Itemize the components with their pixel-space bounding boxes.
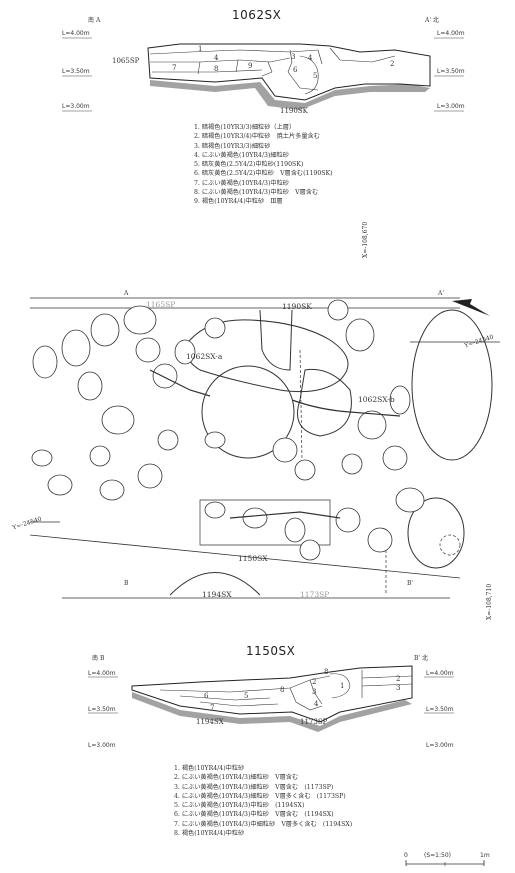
section2-legend-item: 1. 褐色(10YR4/4)中粒砂 [174, 765, 245, 772]
section1-legend-item: 7. にぶい黄褐色(10YR4/3)中粒砂 [194, 179, 289, 187]
svg-text:7: 7 [210, 704, 214, 712]
svg-text:5: 5 [244, 692, 248, 700]
section2-legend-item: 6. にぶい黄褐色(10YR4/3)中粒砂 V層含む (1194SX) [174, 811, 334, 819]
svg-text:8: 8 [324, 668, 328, 676]
svg-text:7: 7 [172, 64, 176, 72]
svg-text:8: 8 [214, 65, 218, 73]
plan-coord-right-bottom: X=-108,710 [486, 583, 493, 620]
svg-text:6: 6 [293, 66, 298, 74]
plan-label-1194sx: 1194SX [202, 590, 232, 599]
plan-label-1173sp: 1173SP [300, 590, 330, 599]
svg-text:6: 6 [204, 692, 209, 700]
svg-text:3: 3 [312, 688, 316, 696]
section2-legend: 1. 褐色(10YR4/4)中粒砂 2. にぶい黄褐色(10YR4/3)細粒砂 … [174, 764, 352, 838]
section1-legend-item: 5. 暗灰黄色(2.5Y4/2)中粒砂(1190SK) [194, 161, 304, 169]
svg-text:2: 2 [312, 678, 316, 686]
svg-text:3: 3 [396, 684, 400, 692]
section2-label-1173sp: 1173SP [300, 718, 328, 726]
section1-legend-item: 2. 暗褐色(10YR3/4)中粒砂 焼土片多量含む [194, 133, 320, 141]
section1-level-350-left: L=3.50m [62, 68, 90, 75]
plan-label-1190sk: 1190SK [282, 302, 312, 311]
section1-level-350-right: L=3.50m [437, 68, 465, 75]
scale-zero: 0 [404, 852, 408, 859]
section2-level-300-left: L=3.00m [88, 742, 116, 749]
section2-label-1194sx: 1194SX [196, 718, 224, 726]
svg-text:8: 8 [280, 686, 284, 694]
plan-point-b: B [124, 580, 129, 587]
plan-label-1062sx-a: 1062SX-a [186, 352, 223, 361]
section1-legend-item: 1. 暗褐色(10YR3/3)細粒砂（上層） [194, 124, 296, 131]
svg-text:4: 4 [314, 700, 319, 708]
section2-profile-drawing: 1 2 3 4 5 6 7 8 8 2 3 [88, 665, 454, 732]
svg-text:2: 2 [390, 60, 394, 68]
section1-profile-drawing: 1 2 3 4 4 5 6 7 8 9 [62, 37, 464, 112]
section2-level-350-right: L=3.50m [426, 706, 454, 713]
plan-label-1062sx-b: 1062SX-b [358, 395, 395, 404]
scale-end: 1m [480, 852, 490, 859]
scale-bar [405, 860, 485, 866]
section1-legend-item: 8. にぶい黄褐色(10YR4/3)中粒砂 V層含む [194, 189, 319, 197]
section2-legend-item: 8. 褐色(10YR4/4)中粒砂 [174, 830, 245, 838]
svg-text:5: 5 [313, 72, 317, 80]
section1-legend-item: 3. 暗褐色(10YR3/3)細粒砂 [194, 142, 271, 150]
section1-label-1190sk: 1190SK [280, 107, 308, 115]
section2-title: 1150SX [246, 644, 296, 658]
section1-legend: 1. 暗褐色(10YR3/3)細粒砂（上層） 2. 暗褐色(10YR3/4)中粒… [194, 123, 333, 207]
section2-dir-right: B' 北 [414, 655, 428, 662]
section1-label-1065sp: 1065SP [112, 57, 140, 65]
section1-legend-item: 9. 褐色(10YR4/4)中粒砂 Ⅲ層 [194, 198, 283, 206]
section2-level-400-left: L=4.00m [88, 670, 116, 677]
plan-point-a2: A' [438, 290, 444, 297]
section2-dir-left: 南 B [92, 655, 105, 662]
section2-level-400-right: L=4.00m [426, 670, 454, 677]
section1-dir-right: A' 北 [425, 17, 439, 24]
scale-ratio: (S=1:50) [424, 852, 451, 859]
section2-legend-item: 5. にぶい黄褐色(10YR4/3)中粒砂 (1194SX) [174, 802, 305, 810]
svg-text:9: 9 [248, 62, 252, 70]
svg-text:2: 2 [396, 675, 400, 683]
svg-text:4: 4 [308, 54, 313, 62]
section2-legend-item: 7. にぶい黄褐色(10YR4/3)中細粒砂 V層多く含む (1194SX) [174, 820, 353, 828]
svg-text:1: 1 [198, 45, 202, 53]
north-arrow-icon [452, 299, 490, 316]
plan-label-1165sp: 1165SP [146, 300, 176, 309]
section1-level-300-left: L=3.00m [62, 103, 90, 110]
section1-dir-left: 南 A [88, 17, 101, 24]
plan-drawing [29, 297, 500, 599]
section1-title: 1062SX [232, 8, 282, 22]
svg-text:1: 1 [340, 682, 344, 690]
section2-level-350-left: L=3.50m [88, 706, 116, 713]
section1-legend-item: 6. 暗灰黄色(2.5Y4/2)中粒砂 V層含む(1190SK) [194, 170, 333, 178]
section1-legend-item: 4. にぶい黄褐色(10YR4/3)細粒砂 [194, 151, 289, 159]
svg-text:4: 4 [214, 54, 219, 62]
section2-legend-item: 3. にぶい黄褐色(10YR4/3)細粒砂 V層含む (1173SP) [174, 783, 334, 791]
section1-level-300-right: L=3.00m [437, 103, 465, 110]
section1-level-400-right: L=4.00m [437, 30, 465, 37]
section2-legend-item: 4. にぶい黄褐色(10YR4/3)細粒砂 V層多く含む (1173SP) [174, 792, 346, 800]
plan-point-a: A [124, 290, 129, 297]
plan-coord-top: X=-108,670 [362, 221, 369, 258]
section2-legend-item: 2. にぶい黄褐色(10YR4/3)細粒砂 V層含む [174, 774, 299, 782]
plan-label-1150sx: 1150SX [238, 554, 268, 563]
section1-level-400-left: L=4.00m [62, 30, 90, 37]
plan-point-b2: B' [407, 580, 414, 587]
svg-text:3: 3 [291, 53, 295, 61]
section2-level-300-right: L=3.00m [426, 742, 454, 749]
